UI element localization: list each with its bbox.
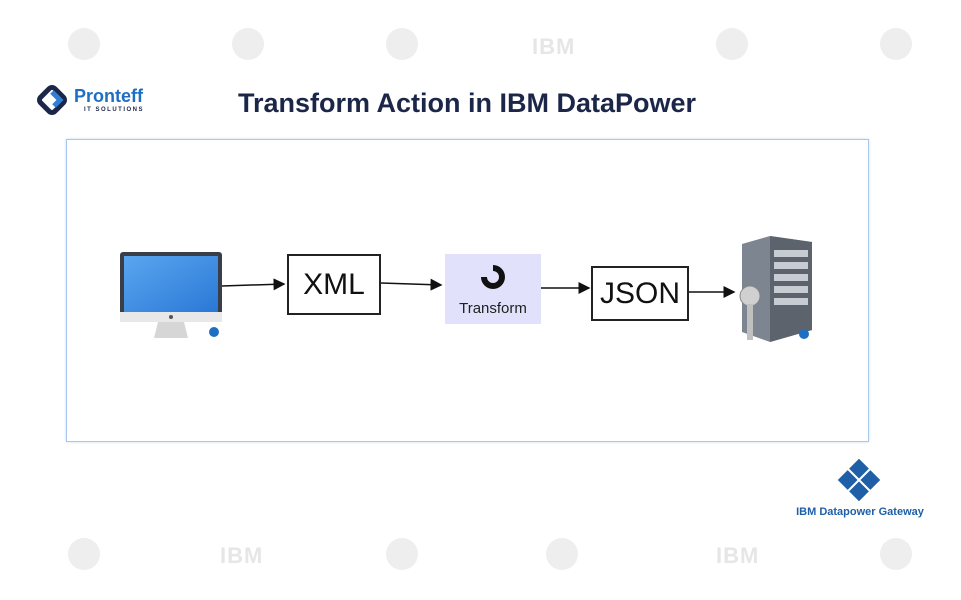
- watermark-icon: [880, 538, 912, 570]
- diagram-frame: [66, 139, 869, 442]
- logo-name: Pronteff: [74, 86, 143, 106]
- json-node: JSON: [591, 266, 689, 321]
- arrow-client-xml: [221, 278, 286, 291]
- transform-node: Transform: [445, 254, 541, 324]
- datapower-gateway-icon: [837, 458, 881, 502]
- arrow-xml-transform: [379, 278, 443, 291]
- server-key-icon: [739, 236, 812, 342]
- watermark-icon: [68, 28, 100, 60]
- transform-swirl-icon: [481, 265, 505, 289]
- transform-label: Transform: [459, 300, 527, 317]
- ibm-datapower-badge: IBM Datapower Gateway: [790, 455, 930, 525]
- xml-label: XML: [303, 267, 365, 301]
- watermark-icon: [546, 538, 578, 570]
- logo-tagline: IT SOLUTIONS: [84, 107, 144, 113]
- xml-node: XML: [287, 254, 381, 315]
- watermark-icon: [232, 28, 264, 60]
- json-label: JSON: [599, 276, 680, 310]
- watermark-icon: [880, 28, 912, 60]
- watermark-ibm: IBM: [220, 543, 264, 568]
- watermark-icon: [68, 538, 100, 570]
- monitor-icon: [120, 252, 222, 338]
- page-title: Transform Action in IBM DataPower: [237, 88, 697, 118]
- badge-label: IBM Datapower Gateway: [796, 506, 924, 518]
- watermark-ibm: IBM: [532, 34, 576, 59]
- pronteff-logo-icon: [37, 85, 67, 115]
- pronteff-logo: Pronteff IT SOLUTIONS: [36, 84, 156, 118]
- watermark-icon: [716, 28, 748, 60]
- watermark-icon: [386, 538, 418, 570]
- watermark-ibm: IBM: [716, 543, 760, 568]
- watermark-icon: [386, 28, 418, 60]
